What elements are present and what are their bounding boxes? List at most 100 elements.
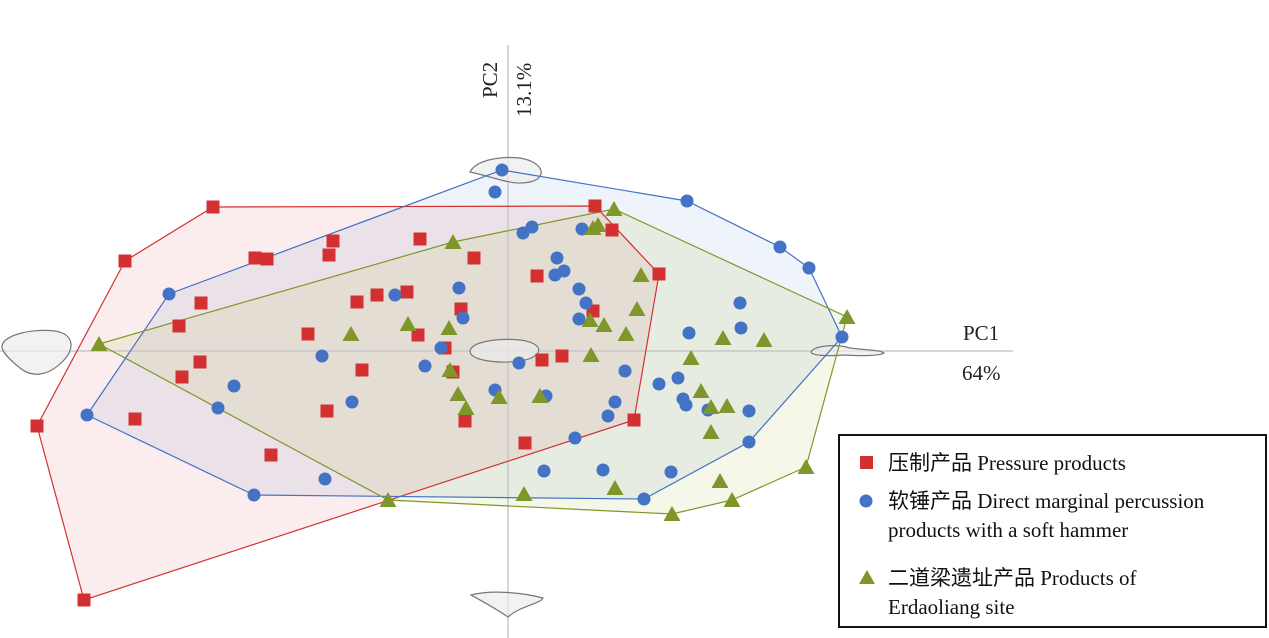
hull-outline-square — [36, 205, 660, 601]
data-point-circle — [682, 326, 696, 340]
data-point-triangle — [531, 388, 549, 403]
data-point-triangle — [584, 220, 602, 235]
data-point-triangle — [718, 398, 736, 413]
data-point-circle — [742, 404, 756, 418]
data-point-square — [322, 248, 336, 262]
data-point-triangle — [605, 201, 623, 216]
data-point-square — [194, 296, 208, 310]
hull-fill-triangle — [99, 209, 847, 514]
data-point-square — [301, 327, 315, 341]
data-point-triangle — [342, 326, 360, 341]
data-point-triangle — [617, 326, 635, 341]
data-point-triangle — [663, 506, 681, 521]
data-point-circle — [211, 401, 225, 415]
data-point-circle — [733, 296, 747, 310]
data-point-circle — [495, 163, 509, 177]
data-point-circle — [572, 282, 586, 296]
data-point-triangle — [711, 473, 729, 488]
data-point-square — [175, 370, 189, 384]
hull-fill-circle — [87, 170, 842, 499]
data-point-square — [605, 223, 619, 237]
pc1-label: PC1 — [963, 321, 1000, 345]
legend-item-erdaoliang-line2: Erdaoliang site — [888, 595, 1015, 619]
data-point-circle — [434, 341, 448, 355]
data-point-circle — [80, 408, 94, 422]
data-point-square — [326, 234, 340, 248]
data-point-square — [350, 295, 364, 309]
data-point-square — [555, 349, 569, 363]
data-point-triangle — [515, 486, 533, 501]
data-point-square — [264, 448, 278, 462]
legend-item-soft-hammer: 软锤产品 Direct marginal percussion products… — [888, 487, 1204, 545]
data-point-circle — [575, 222, 589, 236]
data-point-triangle — [444, 234, 462, 249]
data-point-square — [248, 251, 262, 265]
data-point-square — [118, 254, 132, 268]
data-point-triangle — [581, 312, 599, 327]
data-point-circle — [315, 349, 329, 363]
data-point-circle — [734, 321, 748, 335]
legend-triangle-icon — [859, 570, 875, 584]
data-point-circle — [671, 371, 685, 385]
data-point-triangle — [606, 480, 624, 495]
legend-item-soft-hammer-line1: 软锤产品 Direct marginal percussion — [888, 489, 1205, 513]
data-point-triangle — [755, 332, 773, 347]
data-point-circle — [802, 261, 816, 275]
data-point-square — [627, 413, 641, 427]
data-point-square — [193, 355, 207, 369]
data-point-circle — [680, 194, 694, 208]
data-point-circle — [452, 281, 466, 295]
shape-outline-left — [1, 329, 72, 375]
data-point-circle — [601, 409, 615, 423]
data-point-circle — [162, 287, 176, 301]
data-point-square — [458, 414, 472, 428]
data-point-triangle — [628, 301, 646, 316]
shape-outline-bottom — [469, 591, 544, 618]
data-point-square — [467, 251, 481, 265]
data-point-circle — [550, 251, 564, 265]
data-point-circle — [345, 395, 359, 409]
data-point-triangle — [457, 400, 475, 415]
data-point-circle — [227, 379, 241, 393]
data-point-square — [128, 412, 142, 426]
data-point-circle — [742, 435, 756, 449]
data-point-circle — [557, 264, 571, 278]
data-point-square — [320, 404, 334, 418]
data-point-circle — [773, 240, 787, 254]
pc2-percent: 13.1% — [512, 62, 536, 117]
legend: 压制产品 Pressure products 软锤产品 Direct margi… — [838, 434, 1267, 628]
data-point-circle — [637, 492, 651, 506]
data-point-triangle — [449, 386, 467, 401]
data-point-circle — [608, 395, 622, 409]
shape-outline-center — [469, 338, 540, 363]
data-point-square — [530, 269, 544, 283]
data-point-triangle — [797, 459, 815, 474]
data-point-triangle — [399, 316, 417, 331]
data-point-circle — [652, 377, 666, 391]
data-point-triangle — [838, 309, 856, 324]
data-point-square — [77, 593, 91, 607]
data-point-triangle — [582, 347, 600, 362]
legend-item-pressure: 压制产品 Pressure products — [888, 451, 1126, 475]
data-point-circle — [525, 220, 539, 234]
shape-outline-right — [810, 345, 886, 357]
data-point-square — [260, 252, 274, 266]
data-point-triangle — [723, 492, 741, 507]
data-point-circle — [488, 185, 502, 199]
data-point-circle — [247, 488, 261, 502]
legend-circle-icon — [859, 494, 873, 508]
data-point-triangle — [702, 424, 720, 439]
data-point-circle — [835, 330, 849, 344]
data-point-triangle — [595, 317, 613, 332]
data-point-circle — [596, 463, 610, 477]
data-point-circle — [388, 288, 402, 302]
data-point-square — [355, 363, 369, 377]
data-point-square — [370, 288, 384, 302]
legend-item-erdaoliang: 二道梁遗址产品 Products of Erdaoliang site — [888, 564, 1137, 622]
data-point-square — [652, 267, 666, 281]
data-point-square — [400, 285, 414, 299]
data-point-square — [535, 353, 549, 367]
data-point-triangle — [702, 399, 720, 414]
data-point-circle — [512, 356, 526, 370]
